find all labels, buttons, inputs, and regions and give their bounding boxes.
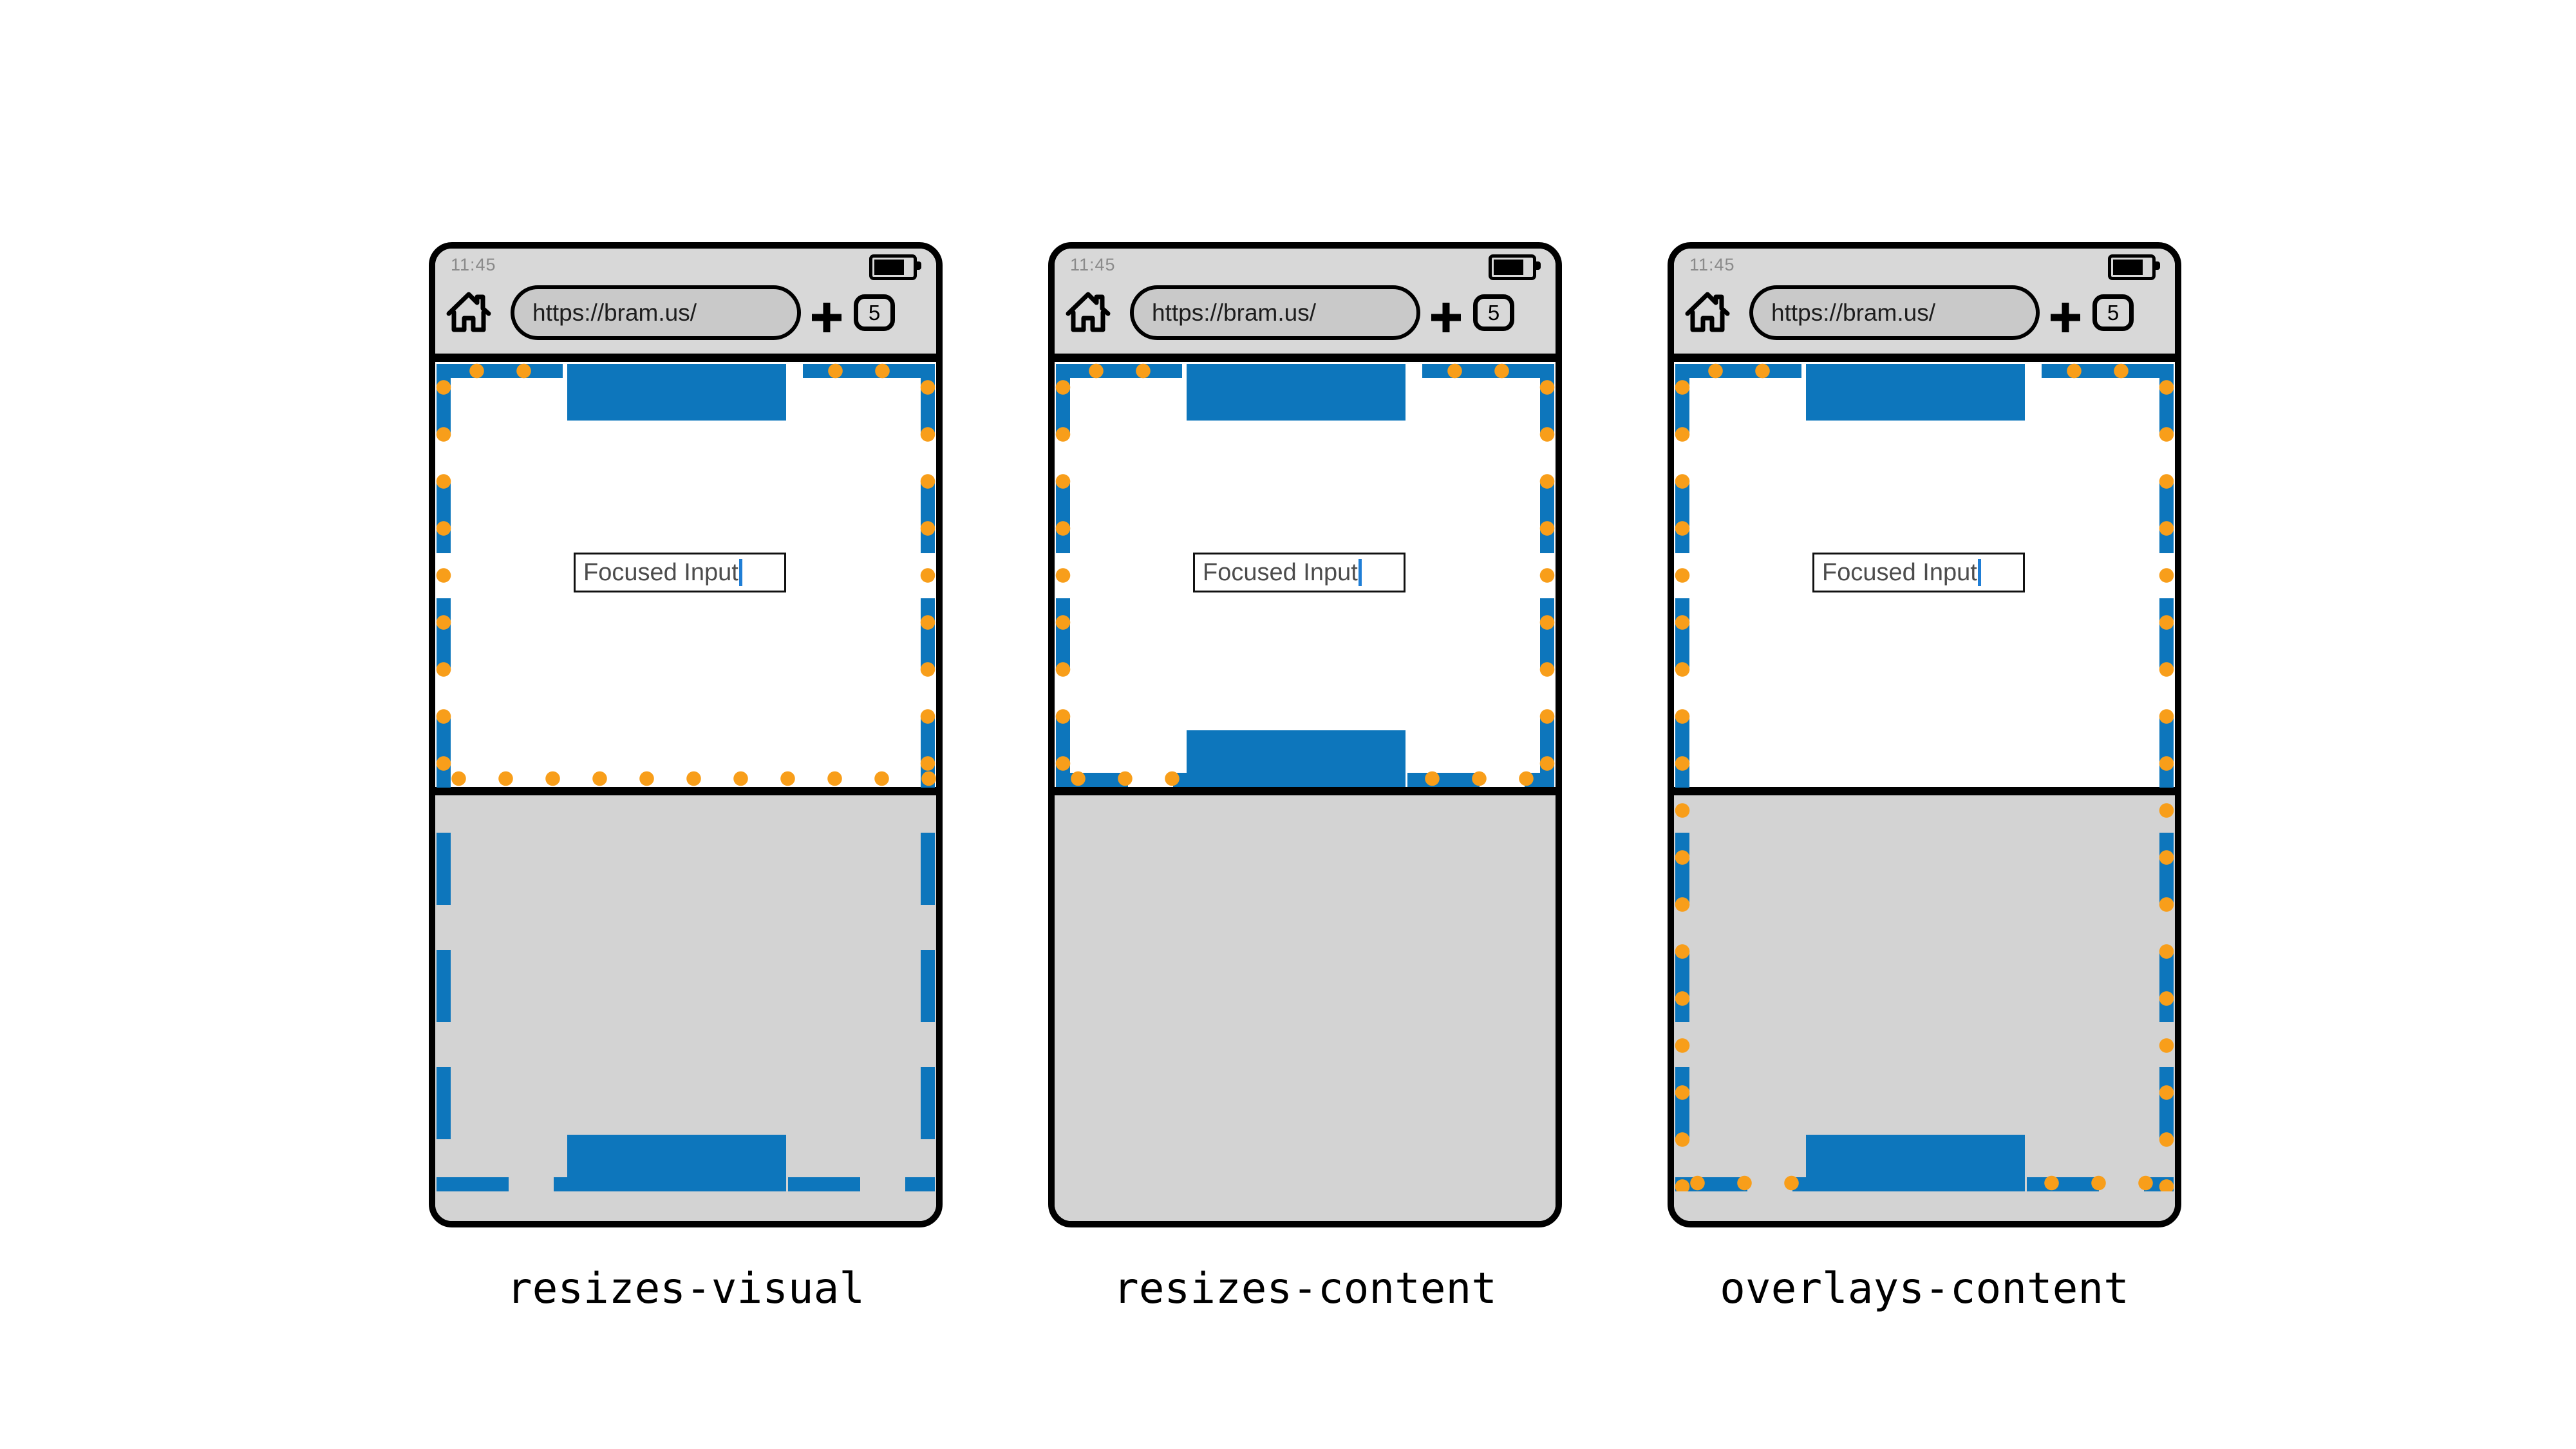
phone-mockup-resizes-content: Focused Input 11:45 https://bram.us/ 5 [1048, 242, 1562, 1227]
url-bar[interactable]: https://bram.us/ [511, 285, 801, 340]
keyboard-top-edge [435, 787, 936, 795]
browser-chrome: 11:45 https://bram.us/ 5 [1055, 249, 1556, 354]
caption-overlays-content: overlays-content [1720, 1264, 2129, 1313]
chrome-divider [435, 354, 936, 362]
caption-resizes-content: resizes-content [1113, 1264, 1498, 1313]
plus-icon[interactable] [1431, 303, 1461, 332]
text-caret [738, 559, 742, 586]
fixed-footer-bar [567, 1135, 786, 1191]
url-text: https://bram.us/ [1152, 299, 1316, 326]
fixed-header-bar [1806, 364, 2025, 421]
chrome-divider [1055, 354, 1556, 362]
browser-chrome: 11:45 https://bram.us/ 5 [1674, 249, 2175, 354]
caption-resizes-visual: resizes-visual [506, 1264, 865, 1313]
visual-viewport-dots-bottom [435, 770, 936, 787]
battery-icon [2108, 254, 2160, 280]
keyboard-top-edge [1674, 787, 2175, 795]
battery-icon [1489, 254, 1541, 280]
visual-viewport-dots-right [2158, 364, 2175, 1191]
visual-viewport-dots-top [2051, 363, 2145, 379]
home-icon[interactable] [1683, 290, 1732, 336]
chrome-divider [1674, 354, 2175, 362]
focused-input[interactable]: Focused Input [1193, 553, 1406, 592]
tab-count: 5 [2107, 300, 2120, 325]
tab-counter-button[interactable]: 5 [2092, 294, 2134, 331]
battery-icon [869, 254, 921, 280]
status-time: 11:45 [451, 255, 496, 274]
fixed-header-bar [567, 364, 786, 421]
status-time: 11:45 [1689, 255, 1735, 274]
plus-icon[interactable] [812, 303, 841, 332]
visual-viewport-dots-right [1539, 364, 1556, 787]
tab-counter-button[interactable]: 5 [1473, 294, 1514, 331]
phone-mockup-overlays-content: Focused Input 11:45 https://bram.us/ 5 [1668, 242, 2181, 1227]
text-caret [1977, 559, 1981, 586]
url-text: https://bram.us/ [532, 299, 697, 326]
visual-viewport-dots-left [435, 364, 452, 787]
tab-count: 5 [868, 300, 881, 325]
url-text: https://bram.us/ [1771, 299, 1935, 326]
home-icon[interactable] [444, 290, 493, 336]
visual-viewport-dots-bottom [1409, 770, 1556, 787]
text-caret [1358, 559, 1362, 586]
visual-viewport-dots-bottom [1055, 770, 1183, 787]
visual-viewport-dots-right [919, 364, 936, 787]
url-bar[interactable]: https://bram.us/ [1130, 285, 1420, 340]
fixed-footer-bar [1187, 730, 1406, 787]
tab-counter-button[interactable]: 5 [854, 294, 895, 331]
home-icon[interactable] [1064, 290, 1113, 336]
fixed-footer-bar [1806, 1135, 2025, 1191]
url-bar[interactable]: https://bram.us/ [1749, 285, 2040, 340]
visual-viewport-dots-left [1674, 364, 1691, 1191]
fixed-header-bar [1187, 364, 1406, 421]
browser-chrome: 11:45 https://bram.us/ 5 [435, 249, 936, 354]
focused-input[interactable]: Focused Input [574, 553, 786, 592]
focused-input[interactable]: Focused Input [1812, 553, 2025, 592]
visual-viewport-dots-top [812, 363, 906, 379]
tab-count: 5 [1487, 300, 1500, 325]
virtual-keyboard-panel [1055, 795, 1556, 1221]
focused-input-value: Focused Input [1822, 558, 1977, 586]
keyboard-top-edge [1055, 787, 1556, 795]
focused-input-value: Focused Input [1203, 558, 1358, 586]
visual-viewport-dots-top [1692, 363, 1786, 379]
visual-viewport-dots-left [1055, 364, 1071, 787]
phone-mockup-resizes-visual: Focused Input 11:45 https://bram.us/ 5 [429, 242, 943, 1227]
plus-icon[interactable] [2051, 303, 2080, 332]
focused-input-value: Focused Input [583, 558, 738, 586]
visual-viewport-dots-top [453, 363, 547, 379]
visual-viewport-dots-bottom [1674, 1175, 1803, 1191]
visual-viewport-dots-top [1431, 363, 1525, 379]
visual-viewport-dots-bottom [2028, 1175, 2175, 1191]
visual-viewport-dots-top [1073, 363, 1167, 379]
status-time: 11:45 [1070, 255, 1116, 274]
